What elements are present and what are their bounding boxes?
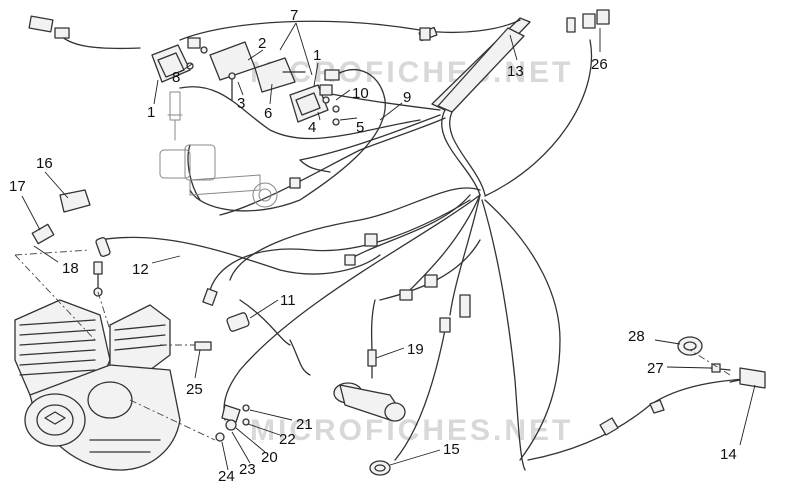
sensor-screw bbox=[709, 363, 731, 373]
speed-sensor bbox=[729, 367, 766, 389]
watermark-bottom: MICROFICHES.NET bbox=[250, 414, 573, 447]
mounting-reference-lines bbox=[14, 249, 731, 441]
grommet-plug bbox=[369, 460, 391, 476]
callout-8: 8 bbox=[172, 69, 180, 86]
fuse-holder bbox=[419, 17, 576, 41]
callout-5: 5 bbox=[356, 119, 364, 136]
callout-1a: 1 bbox=[147, 104, 155, 121]
knock-sensor bbox=[194, 288, 218, 351]
rubber-grommet bbox=[677, 336, 703, 356]
callout-24: 24 bbox=[218, 468, 235, 485]
callout-18: 18 bbox=[62, 260, 79, 277]
callout-3: 3 bbox=[237, 95, 245, 112]
callout-11: 11 bbox=[280, 292, 296, 309]
coil-mounting-plates bbox=[209, 41, 296, 93]
callout-26: 26 bbox=[591, 56, 608, 73]
callout-28: 28 bbox=[628, 328, 645, 345]
callout-22: 22 bbox=[279, 431, 296, 448]
throttle-body bbox=[159, 91, 278, 208]
callout-13: 13 bbox=[507, 63, 524, 80]
fasteners bbox=[186, 46, 340, 126]
callout-labels: 7 2 8 1 3 6 1 10 9 4 5 13 26 16 17 18 12… bbox=[9, 7, 737, 485]
spark-plug-cap bbox=[95, 237, 250, 332]
temperature-sensor bbox=[31, 189, 91, 245]
hex-sensor bbox=[93, 261, 103, 297]
callout-9: 9 bbox=[403, 89, 411, 106]
leader-lines bbox=[21, 22, 756, 471]
callout-19: 19 bbox=[407, 341, 424, 358]
callout-4: 4 bbox=[308, 119, 316, 136]
callout-6: 6 bbox=[264, 105, 272, 122]
main-harness-sleeve bbox=[431, 17, 531, 196]
callout-10: 10 bbox=[352, 85, 369, 102]
harness-cables bbox=[59, 19, 761, 471]
callout-14: 14 bbox=[720, 446, 737, 463]
callout-23: 23 bbox=[239, 461, 256, 478]
callout-27: 27 bbox=[647, 360, 664, 377]
callout-2: 2 bbox=[258, 35, 266, 52]
callout-17: 17 bbox=[9, 178, 26, 195]
callout-1b: 1 bbox=[313, 47, 321, 64]
callout-7: 7 bbox=[290, 7, 298, 24]
ignition-coil-left bbox=[151, 37, 201, 83]
callout-25: 25 bbox=[186, 381, 203, 398]
callout-21: 21 bbox=[296, 416, 313, 433]
lambda-probe bbox=[367, 349, 377, 379]
engine-block bbox=[14, 299, 181, 471]
callout-12: 12 bbox=[132, 261, 149, 278]
callout-15: 15 bbox=[443, 441, 460, 458]
callout-20: 20 bbox=[261, 449, 278, 466]
callout-16: 16 bbox=[36, 155, 53, 172]
sensor-assembly-lower bbox=[215, 404, 250, 442]
fuel-pump-canister bbox=[333, 382, 406, 422]
